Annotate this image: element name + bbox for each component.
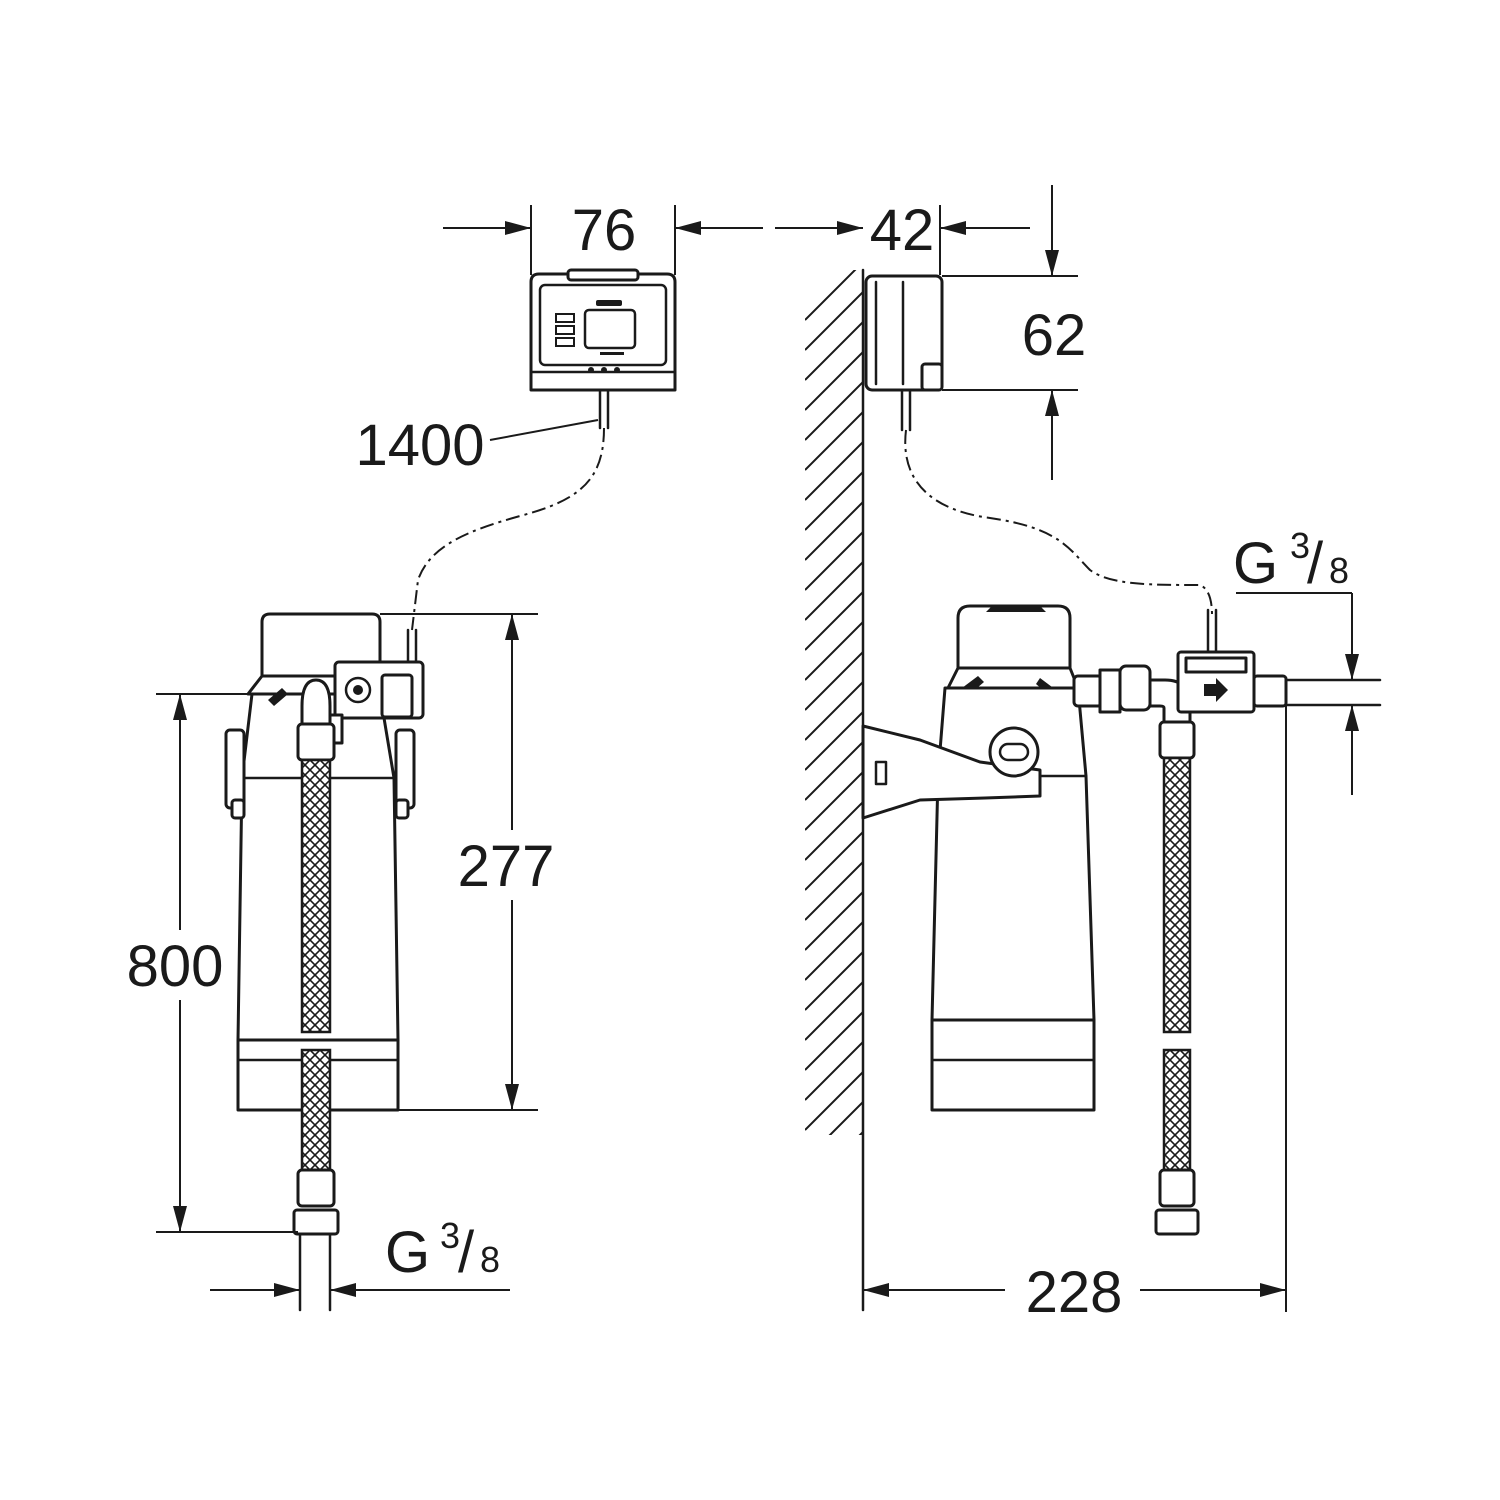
sensor-cable-front <box>411 427 605 631</box>
hose-side <box>1154 720 1200 1236</box>
dimension-277: 277 <box>380 613 555 1111</box>
cable-length-label: 1400 <box>355 413 484 478</box>
dimension-76: 76 <box>443 198 763 275</box>
dimension-800-label: 800 <box>127 934 224 999</box>
wall-bracket <box>861 724 1042 820</box>
control-box-front <box>529 268 677 430</box>
connector-assembly <box>1072 608 1382 724</box>
thread-side-den: 8 <box>1329 550 1349 591</box>
dimension-76-label: 76 <box>572 198 637 263</box>
control-box-side <box>864 274 944 432</box>
dimension-62: 62 <box>942 185 1086 480</box>
front-view: 76 1400 <box>127 198 763 1312</box>
dimension-42: 42 <box>775 198 1030 275</box>
thread-side-base: G <box>1233 531 1278 596</box>
thread-side-num: 3 <box>1290 525 1310 566</box>
dimension-228: 228 <box>863 706 1287 1325</box>
cable-length-callout: 1400 <box>355 413 599 478</box>
thread-bottom-num: 3 <box>440 1215 460 1256</box>
thread-side-slash: / <box>1307 531 1324 596</box>
thread-bottom-base: G <box>385 1220 430 1285</box>
filter-head-side <box>946 604 1080 696</box>
side-view: 42 62 <box>775 185 1382 1325</box>
thread-bottom-den: 8 <box>480 1239 500 1280</box>
thread-bottom-slash: / <box>458 1220 475 1285</box>
dimension-800: 800 <box>127 693 298 1233</box>
sensor-cable-side <box>904 429 1213 616</box>
dimension-228-label: 228 <box>1026 1260 1123 1325</box>
thread-side: G 3 / 8 <box>1233 525 1359 795</box>
wall <box>805 268 865 1312</box>
dimension-62-label: 62 <box>1022 303 1087 368</box>
flow-sensor-front <box>328 628 425 745</box>
hose-front <box>292 678 340 1312</box>
thread-bottom: G 3 / 8 <box>210 1215 510 1297</box>
dimension-277-label: 277 <box>458 834 555 899</box>
dimension-42-label: 42 <box>870 198 935 263</box>
